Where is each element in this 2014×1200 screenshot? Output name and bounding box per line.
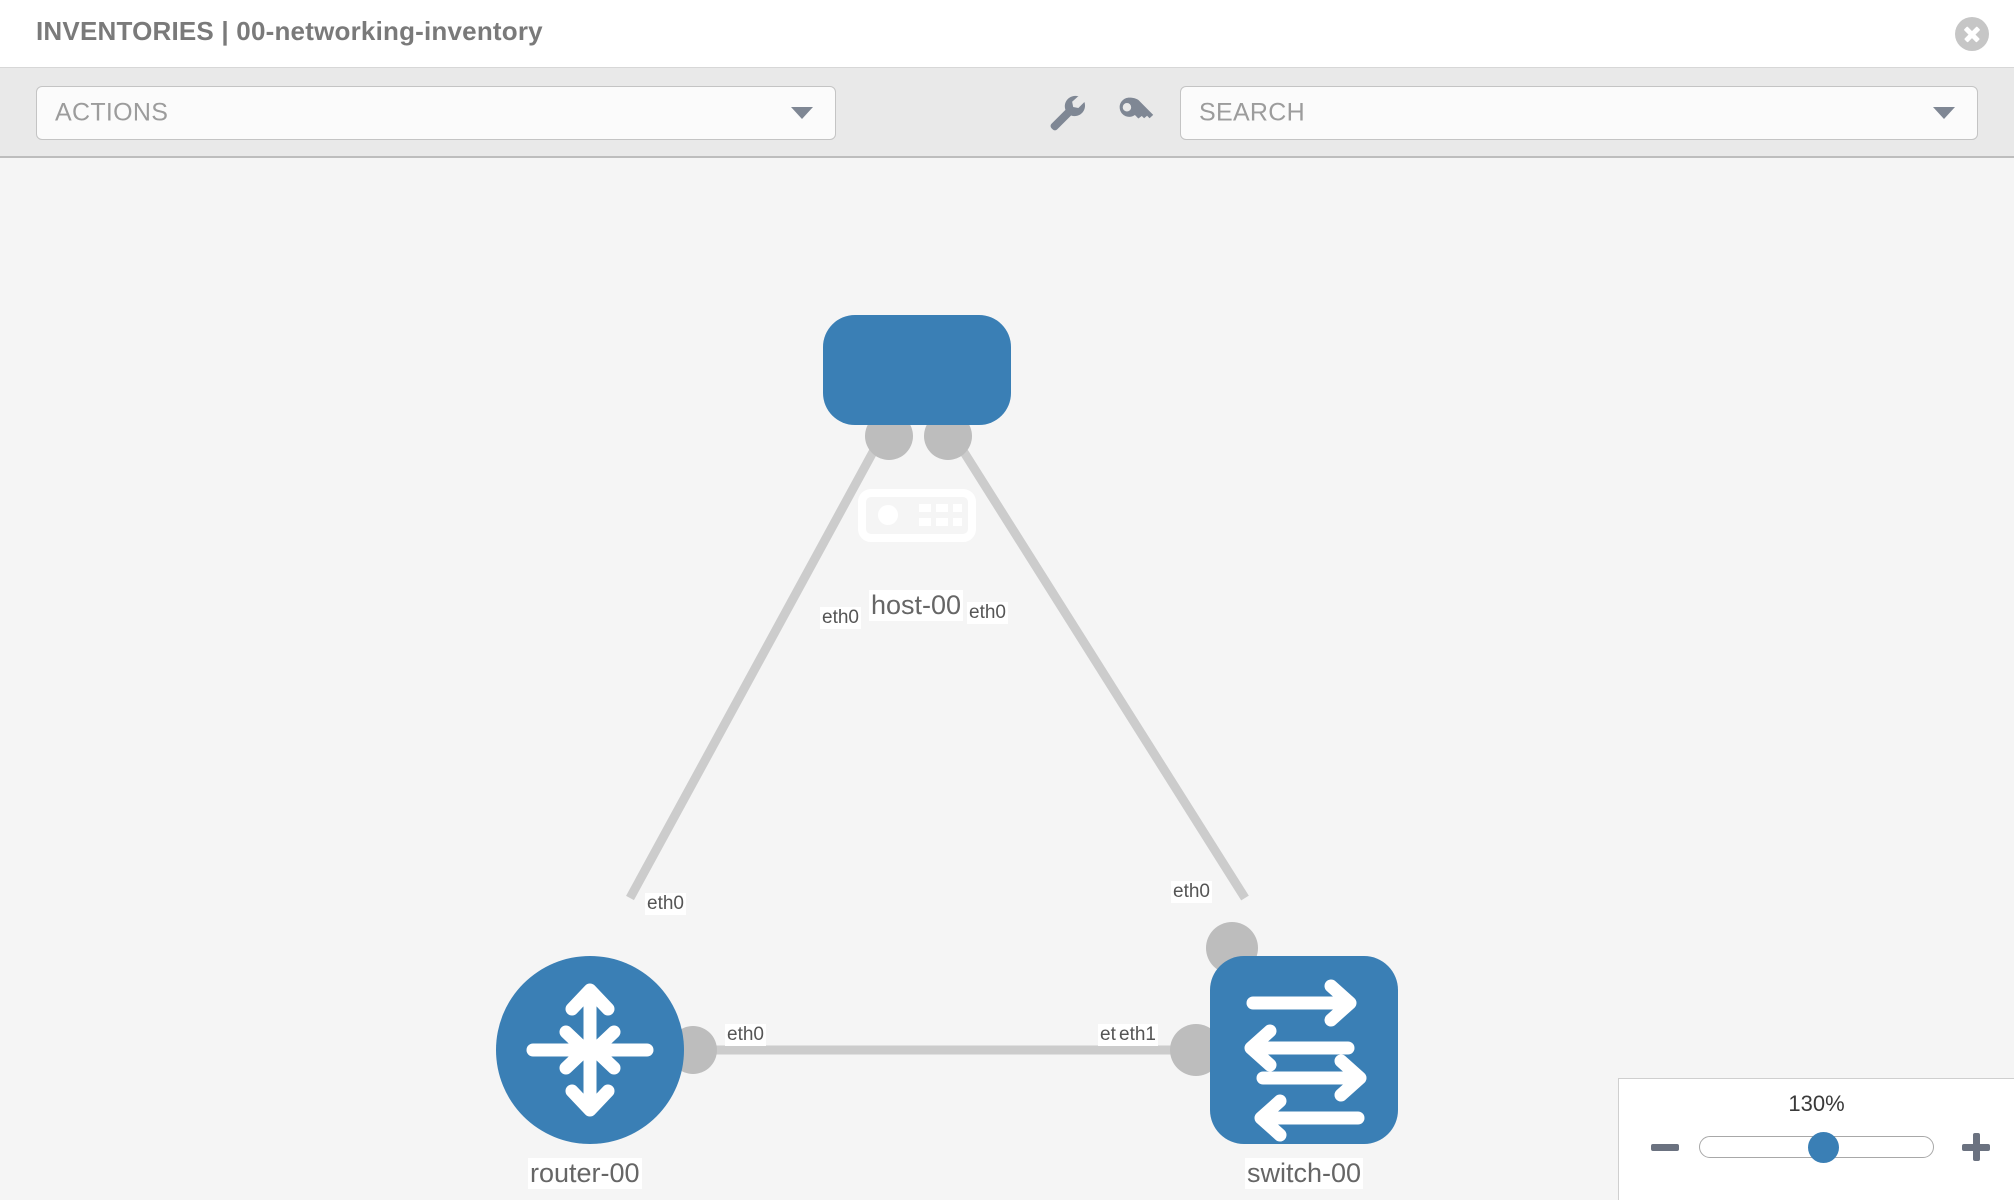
search-input-placeholder[interactable]: SEARCH xyxy=(1199,98,1305,127)
edge-label-router00-to-switch00: eth0 xyxy=(725,1024,766,1046)
server-icon xyxy=(858,489,976,542)
topology-edges xyxy=(626,427,1249,1055)
minus-icon[interactable] xyxy=(1649,1131,1681,1163)
zoom-control-panel: 130% xyxy=(1618,1078,2014,1200)
node-label-router-00: router-00 xyxy=(528,1158,642,1189)
node-label-host-00: host-00 xyxy=(869,590,964,621)
zoom-slider-track[interactable] xyxy=(1699,1132,1934,1163)
edge-host00-switch00[interactable] xyxy=(946,427,1249,901)
edge-label-host00-to-switch00: eth0 xyxy=(967,602,1008,624)
edge-label-router00-to-host00: eth0 xyxy=(645,893,686,915)
plus-icon[interactable] xyxy=(1960,1131,1992,1163)
node-switch-00[interactable] xyxy=(1210,956,1398,1144)
wrench-icon[interactable] xyxy=(1043,90,1089,136)
chevron-down-icon xyxy=(1933,107,1955,119)
edge-host00-router00[interactable] xyxy=(626,427,889,901)
endpoint-switch00-west[interactable] xyxy=(1170,1024,1222,1076)
node-host-00[interactable] xyxy=(823,315,1011,542)
page-header: INVENTORIES | 00-networking-inventory xyxy=(0,0,2014,68)
node-label-switch-00: switch-00 xyxy=(1245,1158,1364,1189)
edge-label-switch00-to-host00: eth0 xyxy=(1171,881,1212,903)
page-title: INVENTORIES | 00-networking-inventory xyxy=(36,16,543,46)
edge-label-host00-to-router00: eth0 xyxy=(820,607,861,629)
key-icon[interactable] xyxy=(1112,90,1158,136)
toolbar: ACTIONS SEARCH xyxy=(0,68,2014,158)
zoom-slider-thumb[interactable] xyxy=(1808,1132,1840,1163)
zoom-level-value: 130% xyxy=(1788,1091,1845,1116)
actions-dropdown[interactable]: ACTIONS xyxy=(36,86,836,140)
node-router-00[interactable] xyxy=(496,956,684,1144)
switch-arrows-icon xyxy=(1244,979,1367,1142)
chevron-down-icon xyxy=(791,107,813,119)
close-icon[interactable] xyxy=(1955,17,1989,51)
search-dropdown[interactable]: SEARCH xyxy=(1180,86,1978,140)
router-arrows-icon xyxy=(526,983,654,1117)
topology-canvas[interactable]: host-00 router-00 switch-00 eth0 eth0 et… xyxy=(0,158,2014,1200)
topology-graph xyxy=(496,315,1398,1144)
edge-label-switch00-to-router00: eth1 xyxy=(1117,1024,1158,1046)
zoom-slider-row xyxy=(1619,1127,2014,1167)
topology-endpoints xyxy=(669,412,1258,1076)
actions-dropdown-label: ACTIONS xyxy=(55,98,169,127)
